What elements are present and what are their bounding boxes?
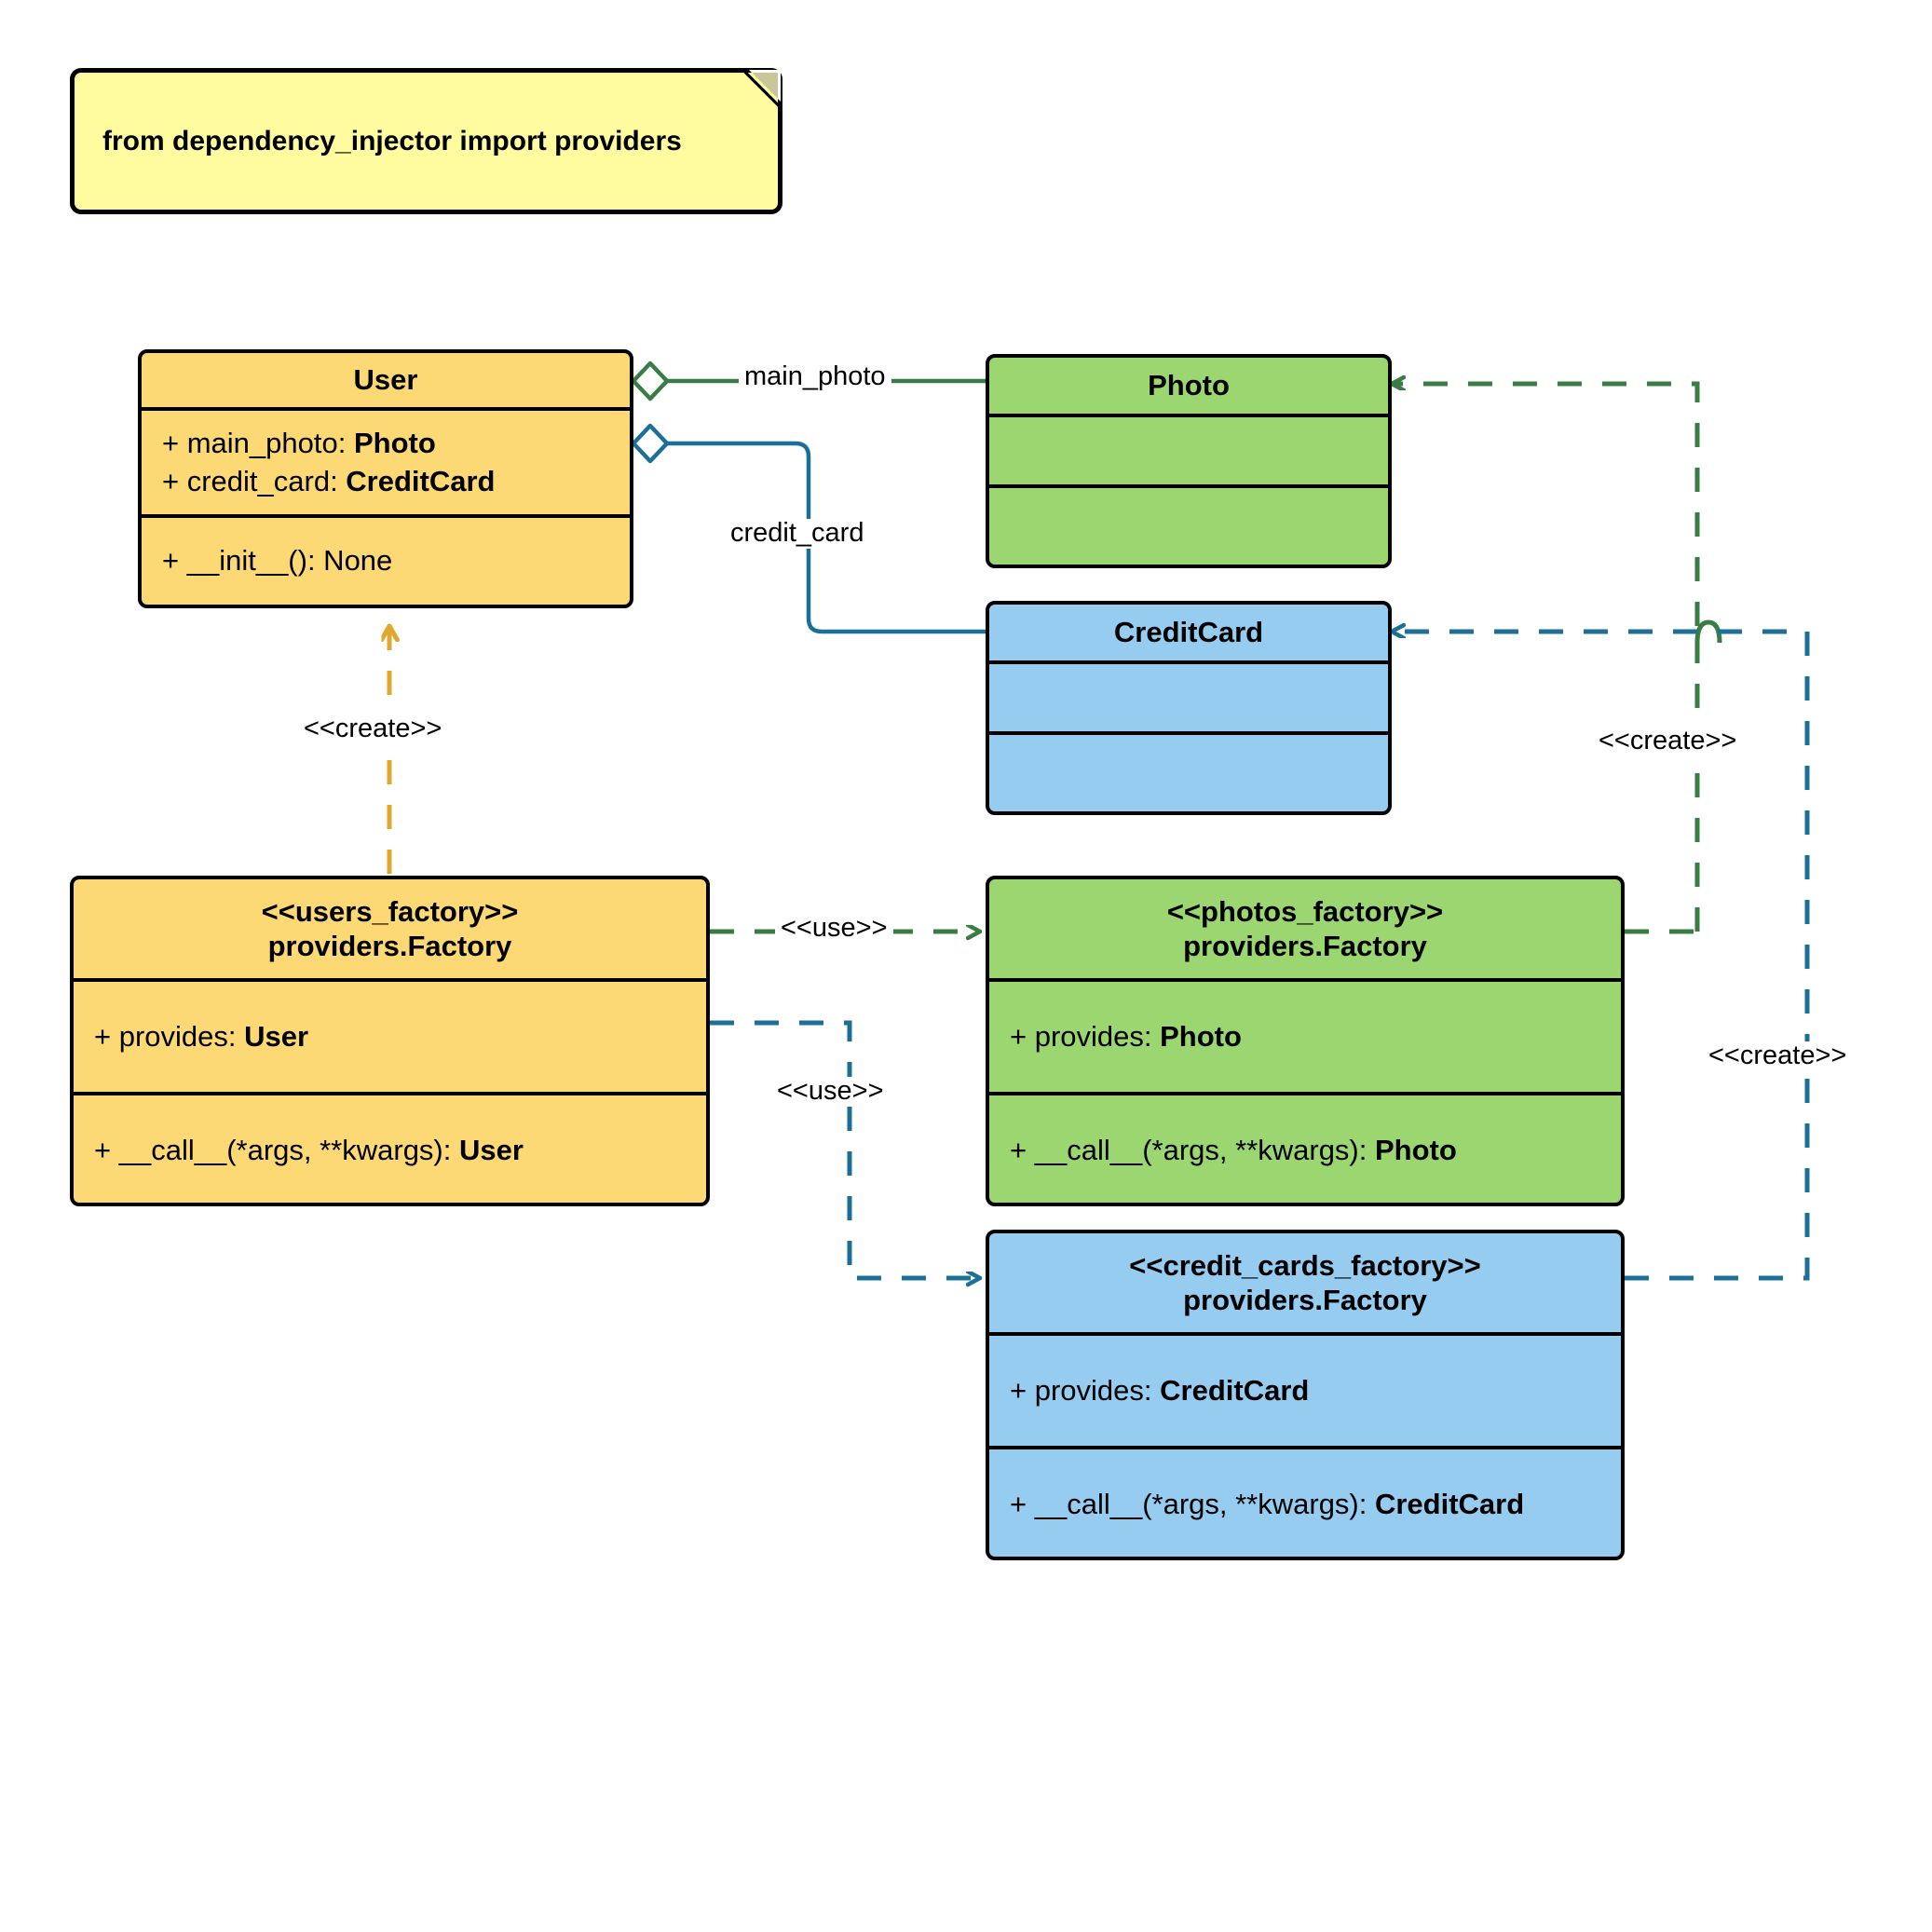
attribute-prefix: +: [1010, 1019, 1035, 1053]
edge-usersfactory-creditcardsfactory: [710, 1020, 980, 1278]
class-user-title: User: [353, 363, 418, 397]
class-creditcard-title-compartment: CreditCard: [989, 605, 1388, 664]
note-fold-edge: [742, 69, 782, 108]
class-box-photos-factory[interactable]: <<photos_factory>> providers.Factory + p…: [986, 876, 1625, 1206]
class-photos-factory-basetype: providers.Factory: [1183, 930, 1427, 962]
method-name: __init__(): None: [186, 544, 393, 578]
method-prefix: +: [94, 1134, 119, 1167]
attribute-type: CreditCard: [1160, 1373, 1310, 1407]
class-users-factory-basetype: providers.Factory: [267, 930, 512, 962]
edge-label-use-credit-cards-factory: <<use>>: [771, 1076, 890, 1107]
edge-label-credit-card: credit_card: [725, 518, 870, 549]
class-user-attributes: + main_photo: Photo + credit_card: Credi…: [142, 411, 630, 518]
class-box-creditcard[interactable]: CreditCard: [986, 601, 1392, 815]
class-box-photo[interactable]: Photo: [986, 354, 1392, 568]
attribute-row: + main_photo: Photo: [142, 425, 630, 462]
class-credit-cards-factory-stereotype: <<credit_cards_factory>>: [1129, 1248, 1481, 1282]
import-note-text: from dependency_injector import provider…: [102, 125, 682, 156]
attribute-type: Photo: [1160, 1019, 1242, 1053]
class-user-methods: + __init__(): None: [142, 518, 630, 605]
edge-label-create-credit-card: <<create>>: [1703, 1041, 1853, 1071]
class-credit-cards-factory-basetype: providers.Factory: [1183, 1284, 1427, 1316]
class-creditcard-title: CreditCard: [1113, 616, 1264, 649]
class-credit-cards-factory-methods: + __call__(*args, **kwargs): CreditCard: [989, 1449, 1621, 1557]
class-photos-factory-attributes: + provides: Photo: [989, 982, 1621, 1095]
attribute-name: credit_card:: [186, 464, 347, 497]
attribute-prefix: +: [1010, 1373, 1035, 1407]
class-photo-title-compartment: Photo: [989, 358, 1388, 417]
attribute-type: CreditCard: [346, 464, 496, 497]
class-creditcard-methods: [989, 735, 1388, 811]
attribute-row: + credit_card: CreditCard: [142, 463, 630, 500]
method-type: Photo: [1374, 1134, 1457, 1167]
method-prefix: +: [1010, 1134, 1035, 1167]
class-photo-title: Photo: [1148, 369, 1230, 402]
attribute-row: + provides: CreditCard: [989, 1372, 1621, 1409]
class-photo-methods: [989, 488, 1388, 565]
class-credit-cards-factory-attributes: + provides: CreditCard: [989, 1336, 1621, 1449]
edge-label-use-photos-factory: <<use>>: [775, 913, 893, 944]
method-row: + __call__(*args, **kwargs): Photo: [989, 1132, 1621, 1169]
method-name: __call__(*args, **kwargs):: [1034, 1488, 1375, 1521]
class-creditcard-attributes: [989, 664, 1388, 735]
class-user-title-compartment: User: [142, 353, 630, 411]
attribute-prefix: +: [94, 1019, 119, 1053]
class-users-factory-methods: + __call__(*args, **kwargs): User: [74, 1095, 706, 1203]
method-prefix: +: [162, 544, 187, 578]
class-users-factory-attributes: + provides: User: [74, 982, 706, 1095]
attribute-name: provides:: [118, 1019, 245, 1053]
method-name: __call__(*args, **kwargs):: [118, 1134, 459, 1167]
method-type: User: [458, 1134, 524, 1167]
class-credit-cards-factory-title: <<credit_cards_factory>> providers.Facto…: [989, 1248, 1621, 1317]
attribute-row: + provides: User: [74, 1018, 706, 1055]
attribute-row: + provides: Photo: [989, 1018, 1621, 1055]
method-row: + __call__(*args, **kwargs): User: [74, 1132, 706, 1169]
edge-layer: [0, 361, 1810, 1607]
class-photos-factory-title-compartment: <<photos_factory>> providers.Factory: [989, 879, 1621, 982]
edge-label-create-user: <<create>>: [298, 714, 448, 744]
edge-photosfactory-photo: [1392, 384, 1722, 934]
class-users-factory-title-compartment: <<users_factory>> providers.Factory: [74, 879, 706, 982]
attribute-name: main_photo:: [186, 427, 354, 460]
edge-label-create-photo: <<create>>: [1593, 726, 1743, 756]
class-credit-cards-factory-title-compartment: <<credit_cards_factory>> providers.Facto…: [989, 1233, 1621, 1336]
class-photos-factory-title: <<photos_factory>> providers.Factory: [989, 894, 1621, 963]
class-users-factory-stereotype: <<users_factory>>: [261, 894, 519, 928]
class-box-users-factory[interactable]: <<users_factory>> providers.Factory + pr…: [70, 876, 710, 1206]
attribute-prefix: +: [162, 427, 187, 460]
attribute-type: User: [244, 1019, 309, 1053]
method-row: + __call__(*args, **kwargs): CreditCard: [989, 1486, 1621, 1523]
method-row: + __init__(): None: [142, 542, 630, 579]
class-box-user[interactable]: User + main_photo: Photo + credit_card: …: [138, 349, 633, 608]
class-users-factory-title: <<users_factory>> providers.Factory: [74, 894, 706, 963]
method-prefix: +: [1010, 1488, 1035, 1521]
class-box-credit-cards-factory[interactable]: <<credit_cards_factory>> providers.Facto…: [986, 1230, 1625, 1560]
method-type: CreditCard: [1374, 1488, 1525, 1521]
attribute-prefix: +: [162, 464, 187, 497]
attribute-name: provides:: [1034, 1019, 1161, 1053]
attribute-name: provides:: [1034, 1373, 1161, 1407]
import-note: from dependency_injector import provider…: [70, 68, 782, 214]
attribute-type: Photo: [353, 427, 436, 460]
class-photos-factory-stereotype: <<photos_factory>>: [1166, 894, 1444, 928]
method-name: __call__(*args, **kwargs):: [1034, 1134, 1375, 1167]
class-photo-attributes: [989, 417, 1388, 488]
class-photos-factory-methods: + __call__(*args, **kwargs): Photo: [989, 1095, 1621, 1203]
edge-label-main-photo: main_photo: [739, 361, 891, 392]
